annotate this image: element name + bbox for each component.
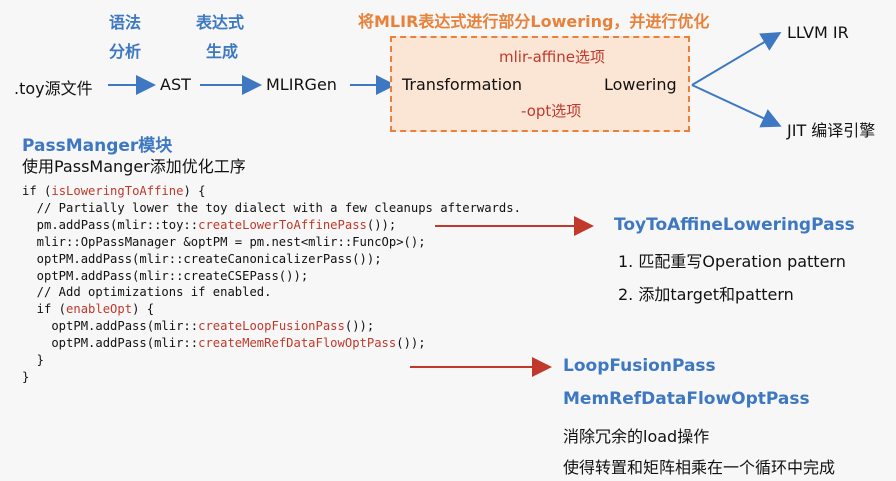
code-line: mlir::OpPassManager &optPM = pm.nest<mli…: [22, 234, 426, 249]
transformation-node: Transformation: [402, 75, 523, 94]
llvm-ir-node: LLVM IR: [787, 23, 849, 42]
code-line: pm.addPass(mlir::toy::createLowerToAffin…: [22, 217, 397, 232]
affine-note-1: 1. 匹配重写Operation pattern: [618, 252, 846, 271]
gen-label-line2: 生成: [206, 42, 239, 61]
parse-label-line2: 分析: [109, 42, 142, 61]
mlirgen-node: MLIRGen: [266, 75, 337, 94]
memref-note-1: 消除冗余的load操作: [563, 427, 710, 446]
code-line: }: [22, 369, 30, 384]
memref-pass-label: MemRefDataFlowOptPass: [563, 389, 810, 409]
code-line: // Add optimizations if enabled.: [22, 285, 272, 300]
affine-note-2: 2. 添加target和pattern: [618, 285, 794, 304]
code-line: optPM.addPass(mlir::createLoopFusionPass…: [22, 319, 375, 334]
code-line: }: [22, 353, 45, 368]
section-title: PassManger模块: [22, 136, 173, 156]
code-line: // Partially lower the toy dialect with …: [22, 200, 521, 215]
loop-fusion-label: LoopFusionPass: [563, 356, 716, 376]
code-line: if (isLoweringToAffine) {: [22, 184, 206, 198]
section-subtitle: 使用PassManger添加优化工序: [22, 157, 246, 176]
code-line: optPM.addPass(mlir::createCSEPass());: [22, 268, 309, 283]
gen-label-line1: 表达式: [196, 13, 245, 32]
ast-node: AST: [160, 75, 191, 94]
code-line: optPM.addPass(mlir::createCanonicalizerP…: [22, 251, 382, 266]
lowering-node: Lowering: [604, 75, 677, 94]
code-block: if (isLoweringToAffine) { // Partially l…: [22, 183, 521, 386]
arrow-to-llvm: [691, 31, 782, 86]
code-line: if (enableOpt) {: [22, 302, 155, 317]
option-opt-label: -opt选项: [521, 102, 582, 120]
source-file-node: .toy源文件: [14, 79, 93, 98]
code-line: optPM.addPass(mlir::createMemRefDataFlow…: [22, 336, 426, 351]
lowering-box: [390, 36, 690, 132]
lowering-box-title: 将MLIR表达式进行部分Lowering，并进行优化: [358, 12, 710, 31]
arrow-to-jit: [691, 84, 782, 128]
parse-label-line1: 语法: [109, 13, 142, 32]
affine-pass-label: ToyToAffineLoweringPass: [614, 215, 855, 235]
memref-note-2: 使得转置和矩阵相乘在一个循环中完成: [563, 458, 836, 477]
option-affine-label: mlir-affine选项: [499, 48, 605, 66]
jit-node: JIT 编译引擎: [787, 121, 876, 140]
